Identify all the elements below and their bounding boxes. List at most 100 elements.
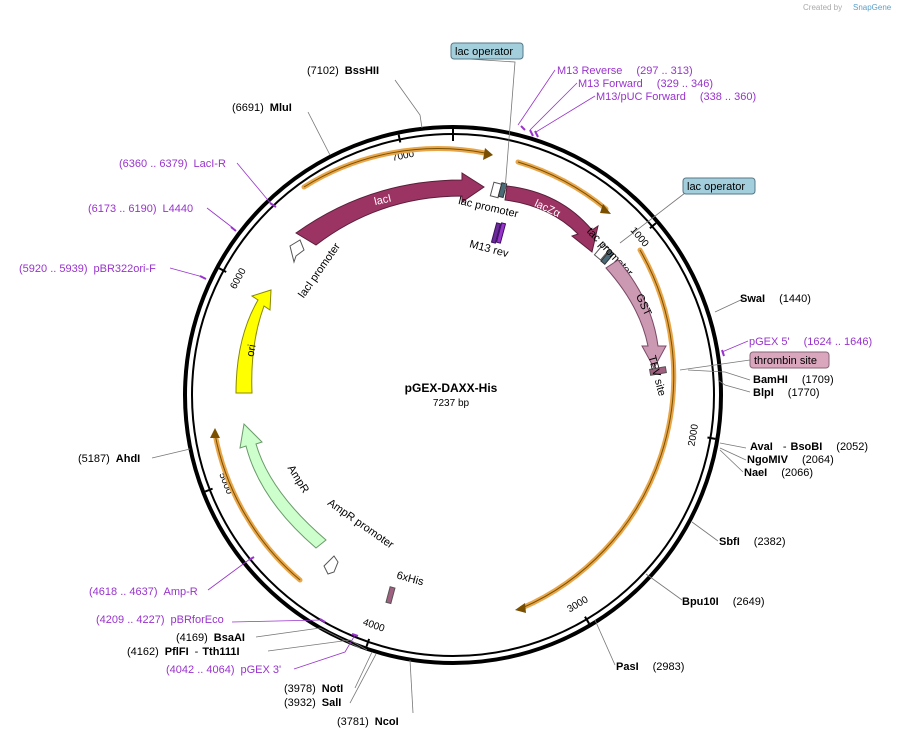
lac-operator-1-box[interactable] <box>450 42 524 60</box>
m13-rev-mark-2[interactable] <box>495 222 507 244</box>
orf-laci-arrowhead <box>483 148 493 160</box>
primer-pbrforeco[interactable]: (4209 .. 4227)pBRforEco <box>96 614 224 626</box>
credit-brand[interactable]: SnapGene <box>853 3 892 12</box>
tick-mark-4000 <box>365 638 371 647</box>
site-ngomiv[interactable]: NgoMIV(2064) <box>747 454 834 466</box>
tick-label-3000: 3000 <box>566 594 591 615</box>
lac-operator-1-mark[interactable] <box>497 182 508 199</box>
orf-main-arc <box>519 247 677 611</box>
tick-mark-3000 <box>584 616 590 625</box>
gst-feature[interactable] <box>605 259 667 370</box>
ori-feature[interactable] <box>235 289 272 394</box>
tev-site-label: TEV site <box>645 354 667 397</box>
site-pflfi-tth111i[interactable]: (4162)PflFI-Tth111I <box>127 646 240 658</box>
site-bsshii[interactable]: (7102)BssHII <box>307 65 379 77</box>
site-blpi[interactable]: BlpI(1770) <box>753 387 820 399</box>
orf-main-arrowhead <box>515 603 526 613</box>
leader-blpi <box>717 379 751 393</box>
site-pasi[interactable]: PasI(2983) <box>616 661 684 673</box>
laci-feature[interactable] <box>295 172 485 246</box>
primer-m13-puc-forward[interactable]: M13/pUC Forward(338 .. 360) <box>596 91 756 103</box>
primer-pbr322ori-f[interactable]: (5920 .. 5939)pBR322ori-F <box>19 263 156 275</box>
primer-leader-m13-puc <box>535 95 596 133</box>
tick-label-6000: 6000 <box>228 266 248 291</box>
site-noti[interactable]: (3978)NotI <box>284 683 343 695</box>
orf-main-arc-core <box>521 249 675 609</box>
site-sali[interactable]: (3932)SalI <box>284 697 341 709</box>
leader-bsaai <box>255 627 361 649</box>
leader-ncoi <box>409 659 414 714</box>
m13-rev-mark[interactable] <box>490 222 502 244</box>
primer-pgex5[interactable]: pGEX 5'(1624 .. 1646) <box>749 336 872 348</box>
primer-pgex3[interactable]: (4042 .. 4064)pGEX 3' <box>166 664 281 676</box>
his-tag-mark[interactable] <box>385 586 396 605</box>
plasmid-size: 7237 bp <box>433 398 470 409</box>
lac-operator-2-label: lac operator <box>687 181 745 193</box>
orf-laci-arc-core <box>303 148 486 188</box>
leader-thrombin <box>679 359 751 371</box>
primer-mark-pbrforeco[interactable] <box>319 618 326 623</box>
site-ncoi[interactable]: (3781)NcoI <box>337 716 399 728</box>
primer-mark-m13-puc[interactable] <box>534 130 539 138</box>
site-avai-bsobi[interactable]: AvaI-BsoBI(2052) <box>750 441 868 453</box>
laci-promoter-arrow[interactable] <box>289 239 305 264</box>
primer-laci-r[interactable]: (6360 .. 6379)LacI-R <box>119 158 226 170</box>
leader-ahdi <box>151 448 191 459</box>
site-ahdi[interactable]: (5187)AhdI <box>78 453 140 465</box>
leader-avai <box>719 442 747 449</box>
leader-pasi <box>594 619 616 666</box>
site-bpu10i[interactable]: Bpu10I(2649) <box>682 596 764 608</box>
primer-leader-l4440 <box>206 207 234 229</box>
primer-labels: M13 Reverse(297 .. 313) M13 Forward(329 … <box>19 65 872 676</box>
primer-leader-lines <box>169 69 749 670</box>
leader-swai <box>714 297 746 313</box>
backbone-outer <box>183 125 723 665</box>
ampr-feature[interactable] <box>239 422 327 549</box>
site-mlui[interactable]: (6691)MluI <box>232 102 292 114</box>
tick-label-4000: 4000 <box>361 617 386 635</box>
tev-site-mark[interactable] <box>649 366 667 376</box>
primer-amp-r[interactable]: (4618 .. 4637)Amp-R <box>89 586 198 598</box>
site-bsaai[interactable]: (4169)BsaAI <box>176 632 245 644</box>
leader-lac-operator-1 <box>452 57 516 191</box>
site-bamhi[interactable]: BamHI(1709) <box>753 374 834 386</box>
thrombin-site-box[interactable] <box>749 351 830 369</box>
ori-label: ori <box>245 343 259 357</box>
primer-leader-pgex3 <box>293 634 356 670</box>
primer-m13-forward[interactable]: M13 Forward(329 .. 346) <box>578 78 713 90</box>
primer-leader-m13-forward <box>529 82 578 131</box>
leader-noti <box>354 651 373 689</box>
ampr-promoter-arrow[interactable] <box>323 555 339 575</box>
primer-l4440[interactable]: (6173 .. 6190)L4440 <box>88 203 193 215</box>
primer-mark-m13-forward[interactable] <box>529 129 534 137</box>
plasmid-name: pGEX-DAXX-His <box>405 381 498 395</box>
orf-lacz-arc-core <box>517 161 607 210</box>
site-sbfi[interactable]: SbfI(2382) <box>719 536 786 548</box>
thrombin-site-label: thrombin site <box>754 355 817 367</box>
primer-mark-m13-reverse[interactable] <box>520 125 526 131</box>
tick-mark-6000 <box>218 267 227 273</box>
site-naei[interactable]: NaeI(2066) <box>744 467 813 479</box>
primer-m13-reverse[interactable]: M13 Reverse(297 .. 313) <box>557 65 693 77</box>
leader-ngomiv <box>719 447 747 461</box>
tick-mark-2000 <box>707 436 716 440</box>
tac-promoter-mark[interactable] <box>593 243 611 261</box>
m13-rev-label: M13 rev <box>468 238 510 260</box>
tick-label-2000: 2000 <box>687 423 702 447</box>
tick-mark-1000 <box>649 222 657 230</box>
lac-operator-2-box[interactable] <box>682 177 756 195</box>
lacza-feature[interactable] <box>504 185 599 253</box>
orf-lacz-arrowhead <box>600 204 611 214</box>
primer-leader-m13-reverse <box>517 69 556 126</box>
credit-prefix: Created by <box>803 3 842 12</box>
site-swai[interactable]: SwaI(1440) <box>740 293 811 305</box>
tick-label-1000: 1000 <box>628 225 651 249</box>
boxed-labels: lac operator lac operator thrombin site <box>450 42 830 369</box>
lac-operator-2-mark[interactable] <box>600 249 615 265</box>
primer-mark-l4440[interactable] <box>230 226 237 232</box>
leader-naei <box>719 449 744 473</box>
primer-mark-pgex5[interactable] <box>721 349 725 357</box>
orf-arcs <box>210 146 677 613</box>
